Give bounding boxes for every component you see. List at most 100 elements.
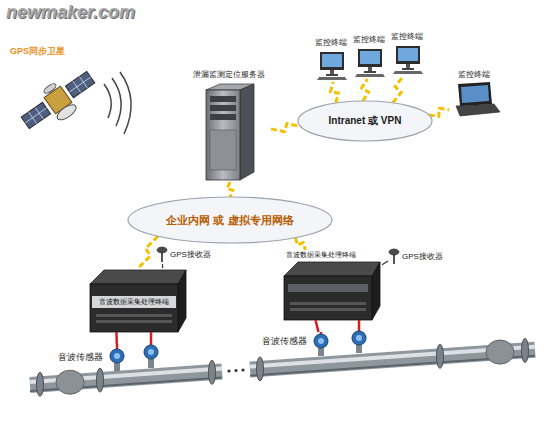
stand-base xyxy=(402,68,414,70)
vent xyxy=(290,308,366,311)
laptop-icon xyxy=(456,82,500,116)
continuation-dot xyxy=(241,368,244,371)
front-panel xyxy=(288,284,368,292)
node-label: 音波数据采集处理终端 xyxy=(286,250,374,260)
lightning-link xyxy=(429,108,449,116)
watermark: newmaker.com xyxy=(6,2,135,23)
node-label: GPS接收器 xyxy=(402,252,448,262)
sensor-cable xyxy=(315,320,318,332)
valve-body xyxy=(486,340,514,364)
satellite-dish xyxy=(43,82,58,95)
drive-bay xyxy=(210,105,236,111)
desktop-icon xyxy=(393,46,423,74)
stand xyxy=(368,67,372,71)
antenna-cable xyxy=(162,264,163,268)
panel-grid xyxy=(25,108,46,123)
keyboard xyxy=(355,74,385,77)
gps-antenna xyxy=(389,249,399,264)
node-label: GPS同步卫星 xyxy=(10,46,70,57)
node-label: 监控终端 xyxy=(313,38,349,48)
acquisition-terminal: 音波数据采集处理终端 xyxy=(88,268,188,332)
terminal-node: 监控终端 xyxy=(449,70,501,125)
terminal-node: 监控终端 xyxy=(389,32,427,76)
node-label: 监控终端 xyxy=(351,35,387,45)
network-cloud: 企业内网 或 虚拟专用网络 xyxy=(127,196,333,244)
vent xyxy=(96,320,172,323)
cloud-shape xyxy=(298,101,432,141)
node-label: 音波传感器 xyxy=(58,352,106,363)
antenna-head xyxy=(157,247,167,253)
sensor-stem xyxy=(318,348,324,356)
antenna-stem xyxy=(161,252,163,262)
gps-receiver: GPS接收器 xyxy=(156,246,218,264)
cloud-shape xyxy=(128,197,332,243)
sensor-icon xyxy=(314,332,328,356)
acquisition-terminal: 音波数据采集处理终端 xyxy=(282,250,382,320)
stand-base xyxy=(364,71,376,73)
sensor-cable xyxy=(115,332,118,344)
laptop-screen xyxy=(461,85,489,103)
acquisition-box xyxy=(90,270,186,332)
sensor-wire xyxy=(358,320,361,331)
acoustic-sensor: 音波传感器 xyxy=(58,344,130,378)
keyboard xyxy=(393,71,423,74)
valve-body xyxy=(56,370,84,394)
monitor xyxy=(396,46,420,64)
lightning-link xyxy=(227,182,233,197)
vent xyxy=(290,302,366,305)
network-cloud: Intranet 或 VPN xyxy=(297,100,433,142)
continuation-dot xyxy=(234,369,237,372)
server-panel xyxy=(210,130,236,170)
monitor xyxy=(320,52,344,70)
sensor-stem xyxy=(148,359,154,368)
sensor-icon xyxy=(144,332,158,368)
sensor-stem xyxy=(114,363,120,371)
sensor-face xyxy=(356,335,362,341)
lightning-link xyxy=(393,76,404,103)
signal-wave xyxy=(112,78,121,126)
satellite-dish xyxy=(55,102,79,123)
flange xyxy=(257,357,264,381)
gps-antenna xyxy=(157,247,167,262)
node-label: 音波数据采集处理终端 xyxy=(92,296,176,308)
screen xyxy=(322,54,342,67)
sensor-icon xyxy=(352,320,366,353)
vent xyxy=(96,314,172,317)
sensor-wire xyxy=(150,332,153,345)
lightning-link xyxy=(138,236,158,268)
sensor-wire xyxy=(116,344,119,349)
sensor-icon xyxy=(110,344,124,371)
sensor-head xyxy=(314,334,328,348)
node-label: 监控终端 xyxy=(449,70,499,80)
node-label: Intranet 或 VPN xyxy=(298,115,432,127)
server-front xyxy=(206,90,240,180)
label-strip xyxy=(92,296,176,308)
node-label: 企业内网 或 虚拟专用网络 xyxy=(128,214,332,227)
flange xyxy=(437,344,444,368)
box-front xyxy=(90,284,178,332)
sensor-face xyxy=(114,353,120,359)
solar-panel xyxy=(21,102,50,128)
pipeline xyxy=(30,338,535,396)
antenna-cable xyxy=(382,261,388,265)
antenna-stem xyxy=(393,254,395,264)
box-top xyxy=(90,270,186,284)
screen xyxy=(360,51,380,64)
lightning-link xyxy=(296,238,306,250)
gps-receiver: GPS接收器 xyxy=(388,248,450,266)
laptop-base xyxy=(456,104,500,116)
continuation-dot xyxy=(227,369,230,372)
flange xyxy=(522,338,529,362)
keyboard xyxy=(317,77,347,80)
acquisition-box xyxy=(284,262,380,320)
node-label: 音波传感器 xyxy=(262,336,310,347)
drive-bay xyxy=(210,96,236,102)
server-side xyxy=(240,84,254,180)
desktop-icon xyxy=(355,49,385,77)
box-front xyxy=(284,276,372,320)
lightning-link xyxy=(330,82,338,103)
node-label: 泄漏监测定位服务器 xyxy=(189,70,269,80)
satellite-node: GPS同步卫星 xyxy=(8,46,100,141)
